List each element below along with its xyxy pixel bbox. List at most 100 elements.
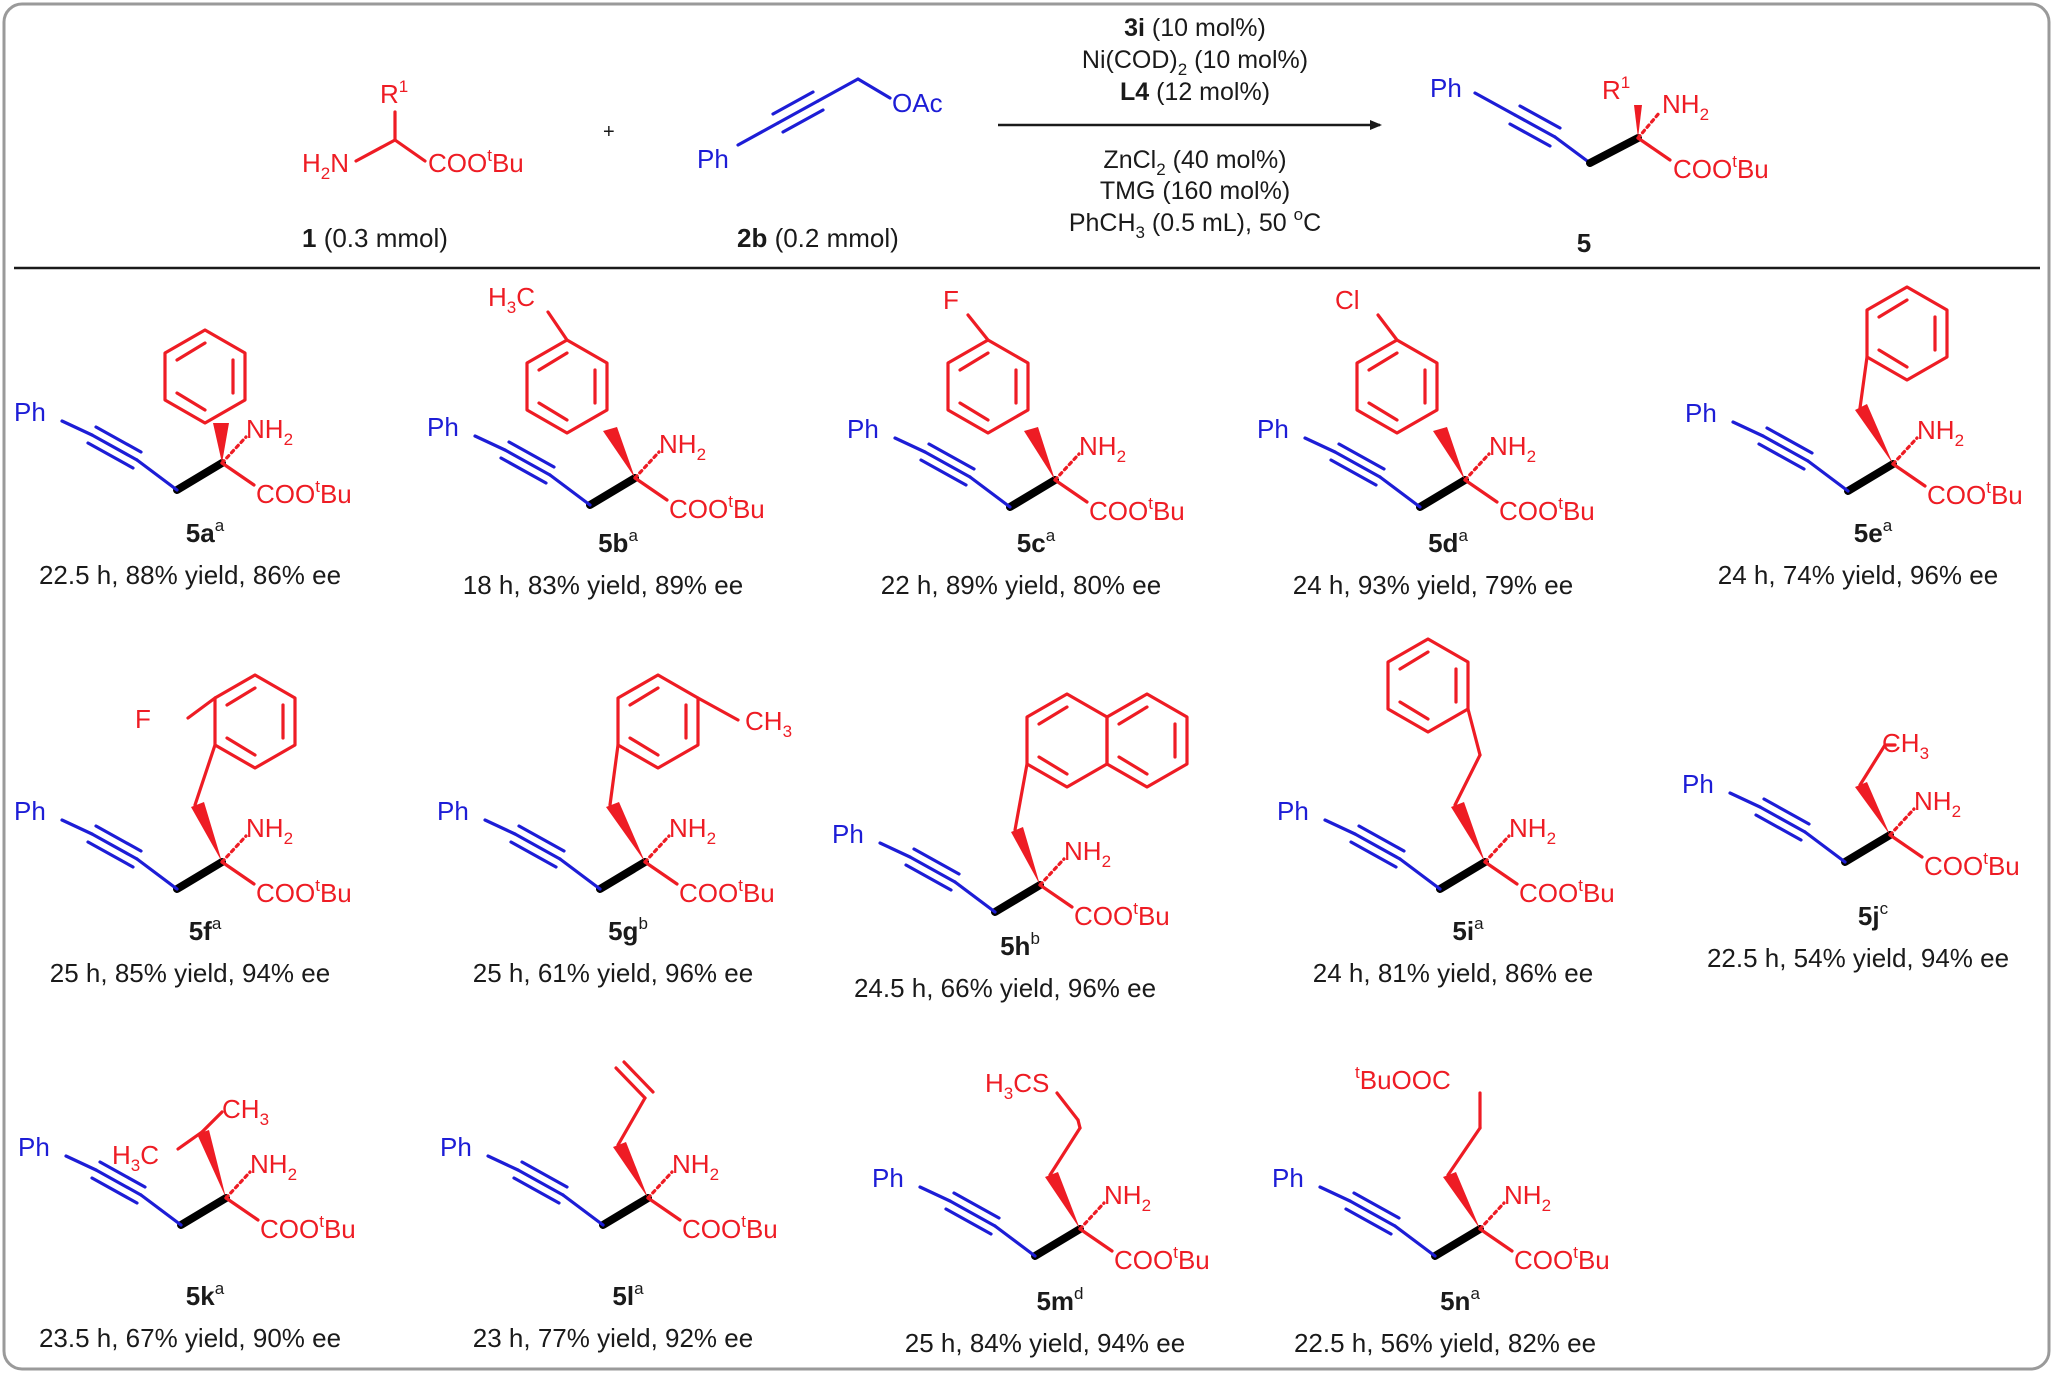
amine-label: NH2 bbox=[246, 414, 293, 449]
amine-label: NH2 bbox=[1917, 415, 1964, 450]
svg-text:R1: R1 bbox=[380, 77, 408, 109]
sidechain-5l-allyl bbox=[613, 1060, 655, 1198]
result-text: 23.5 h, 67% yield, 90% ee bbox=[39, 1323, 341, 1353]
wedge-bond-bold bbox=[599, 1194, 652, 1229]
svg-text:3i (10 mol%): 3i (10 mol%) bbox=[1124, 14, 1266, 42]
result-text: 22.5 h, 54% yield, 94% ee bbox=[1707, 943, 2009, 973]
wedge-bond-bold bbox=[991, 881, 1044, 916]
ester-label: COOtBu bbox=[1924, 849, 2020, 881]
result-text: 24.5 h, 66% yield, 96% ee bbox=[854, 973, 1156, 1003]
phenyl-label: Ph bbox=[1272, 1163, 1304, 1193]
phenyl-label: Ph bbox=[427, 412, 459, 442]
result-text: 22.5 h, 56% yield, 82% ee bbox=[1294, 1328, 1596, 1358]
svg-text:Ph: Ph bbox=[697, 144, 729, 174]
svg-text:H3CS: H3CS bbox=[985, 1068, 1049, 1103]
amine-label: NH2 bbox=[246, 813, 293, 848]
ester-label: COOtBu bbox=[256, 876, 352, 908]
ester-label: COOtBu bbox=[256, 477, 352, 509]
amine-label: NH2 bbox=[1489, 431, 1536, 466]
svg-text:NH2: NH2 bbox=[1662, 89, 1709, 124]
amine-label: NH2 bbox=[672, 1149, 719, 1184]
result-text: 24 h, 74% yield, 96% ee bbox=[1718, 560, 1998, 590]
phenyl-label: Ph bbox=[440, 1132, 472, 1162]
svg-text:CH3: CH3 bbox=[222, 1094, 269, 1129]
compound-label: 5ca bbox=[1017, 526, 1056, 558]
result-text: 25 h, 84% yield, 94% ee bbox=[905, 1328, 1185, 1358]
phenyl-label: Ph bbox=[1277, 796, 1309, 826]
compound-label: 5ea bbox=[1854, 516, 1893, 548]
svg-text:COOtBu: COOtBu bbox=[428, 146, 524, 178]
phenyl-label: Ph bbox=[18, 1132, 50, 1162]
result-text: 24 h, 93% yield, 79% ee bbox=[1293, 570, 1573, 600]
phenyl-label: Ph bbox=[832, 819, 864, 849]
amine-label: NH2 bbox=[1509, 813, 1556, 848]
svg-text:OAc: OAc bbox=[892, 88, 943, 118]
amine-label: NH2 bbox=[1914, 786, 1961, 821]
result-text: 23 h, 77% yield, 92% ee bbox=[473, 1323, 753, 1353]
sidechain-5k-isopropyl: CH3 H3C bbox=[112, 1094, 269, 1198]
phenyl-label: Ph bbox=[872, 1163, 904, 1193]
ester-label: COOtBu bbox=[669, 492, 765, 524]
phenyl-label: Ph bbox=[14, 397, 46, 427]
sidechain-5e-benzyl bbox=[1855, 285, 1949, 464]
sidechain-5a-phenyl bbox=[163, 328, 247, 463]
svg-text:H3C: H3C bbox=[488, 282, 535, 317]
ester-label: COOtBu bbox=[260, 1212, 356, 1244]
compound-label: 5md bbox=[1036, 1284, 1083, 1316]
svg-text:L4 (12 mol%): L4 (12 mol%) bbox=[1120, 78, 1270, 106]
sidechains: H3C F Cl bbox=[112, 282, 1949, 1229]
svg-text:TMG (160 mol%): TMG (160 mol%) bbox=[1100, 177, 1290, 205]
amine-label: NH2 bbox=[669, 813, 716, 848]
amine-label: NH2 bbox=[1064, 836, 1111, 871]
reactant-1-label: 1 (0.3 mmol) bbox=[302, 223, 448, 253]
svg-text:CH3: CH3 bbox=[1882, 728, 1929, 763]
phenyl-label: Ph bbox=[847, 414, 879, 444]
compound-label: 5gb bbox=[608, 914, 648, 946]
compound-label: 5fa bbox=[189, 914, 222, 946]
result-text: 25 h, 61% yield, 96% ee bbox=[473, 958, 753, 988]
ester-label: COOtBu bbox=[1114, 1243, 1210, 1275]
amine-label: NH2 bbox=[1504, 1180, 1551, 1215]
result-text: 24 h, 81% yield, 86% ee bbox=[1313, 958, 1593, 988]
sidechain-5b-tolyl: H3C bbox=[488, 282, 635, 478]
amine-label: NH2 bbox=[250, 1149, 297, 1184]
sidechain-5m-methylthioethyl: H3CS bbox=[985, 1068, 1082, 1229]
phenyl-label: Ph bbox=[1685, 398, 1717, 428]
wedge-bond-bold bbox=[1436, 858, 1489, 893]
wedge-bond-bold bbox=[1841, 831, 1894, 866]
svg-text:CH3: CH3 bbox=[745, 706, 792, 741]
result-text: 18 h, 83% yield, 89% ee bbox=[463, 570, 743, 600]
svg-text:Ph: Ph bbox=[1430, 73, 1462, 103]
wedge-bond-bold bbox=[1031, 1225, 1084, 1260]
result-text: 22 h, 89% yield, 80% ee bbox=[881, 570, 1161, 600]
phenyl-label: Ph bbox=[1257, 414, 1289, 444]
wedge-bond-bold bbox=[177, 1194, 230, 1229]
amine-label: NH2 bbox=[1079, 431, 1126, 466]
phenyl-label: Ph bbox=[437, 796, 469, 826]
result-text: 22.5 h, 88% yield, 86% ee bbox=[39, 560, 341, 590]
wedge-bond-bold bbox=[173, 459, 226, 494]
sidechain-5h-naphthylmethyl bbox=[1011, 692, 1189, 885]
svg-text:H3C: H3C bbox=[112, 1140, 159, 1175]
compound-label: 5la bbox=[612, 1279, 644, 1311]
reactant-amino-ester: R1 H2N COOtBu bbox=[302, 77, 524, 183]
compound-label: 5na bbox=[1440, 1284, 1480, 1316]
ester-label: COOtBu bbox=[1519, 876, 1615, 908]
product-general: Ph R1 NH2 COOtBu bbox=[1430, 73, 1769, 184]
wedge-bond-bold bbox=[586, 474, 639, 509]
amine-label: NH2 bbox=[1104, 1180, 1151, 1215]
wedge-bond-bold bbox=[1844, 460, 1897, 495]
svg-text:F: F bbox=[943, 285, 959, 315]
compound-label: 5ia bbox=[1452, 914, 1484, 946]
sidechain-5n-ester-chain: tBuOOC bbox=[1355, 1063, 1482, 1229]
sidechain-5c-fluorophenyl: F bbox=[943, 285, 1055, 480]
